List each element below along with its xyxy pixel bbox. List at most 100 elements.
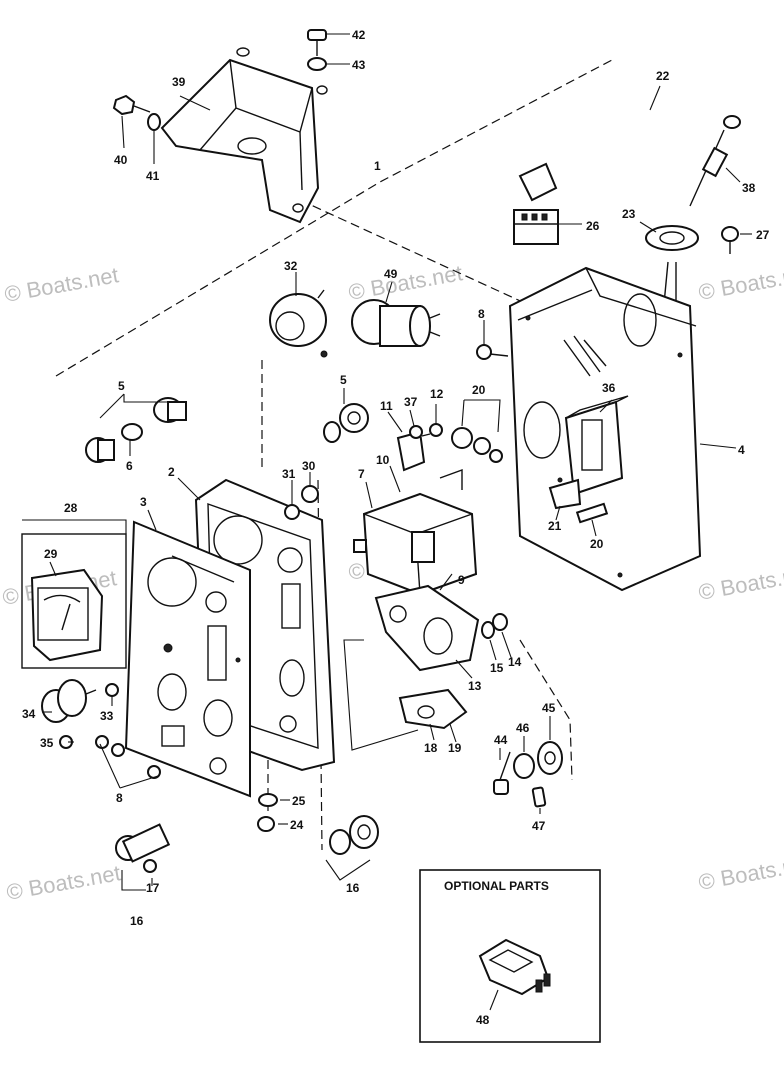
callout-20: 20 — [472, 383, 486, 397]
callout-9: 9 — [458, 573, 465, 587]
callout-11: 11 — [380, 399, 393, 413]
callout-4: 4 — [738, 443, 745, 457]
callout-36: 36 — [602, 381, 616, 395]
callout-49: 49 — [384, 267, 398, 281]
cable-part-22 — [518, 119, 690, 305]
callout-28: 28 — [64, 501, 78, 515]
bracket-part-39 — [160, 47, 328, 224]
callout-42: 42 — [352, 28, 366, 42]
callout-22: 22 — [656, 69, 670, 83]
bolt-part-44 — [493, 751, 511, 795]
callout-3: 3 — [140, 495, 147, 509]
callout-32: 32 — [284, 259, 298, 273]
grommet-part-45 — [537, 741, 563, 775]
callout-8: 8 — [116, 791, 123, 805]
face-plate-part-3 — [124, 520, 251, 798]
meter-group-box — [21, 533, 127, 669]
callout-24: 24 — [290, 818, 304, 832]
callout-39: 39 — [172, 75, 186, 89]
screw-part-47 — [531, 786, 547, 808]
switch-assembly-part-7 — [353, 469, 478, 596]
connector-part-26 — [513, 209, 559, 245]
callout-46: 46 — [516, 721, 530, 735]
callout-5: 5 — [340, 373, 347, 387]
callout-2: 2 — [168, 465, 175, 479]
optional-parts-box: OPTIONAL PARTS 48 — [419, 869, 601, 1043]
washer-part-25 — [258, 793, 278, 807]
callout-40: 40 — [114, 153, 128, 167]
screw-part-8 — [476, 344, 509, 360]
callout-26: 26 — [586, 219, 600, 233]
lamp-socket-part-5 — [153, 397, 187, 423]
callout-25: 25 — [292, 794, 306, 808]
callout-20: 20 — [590, 537, 604, 551]
optional-part-label: 48 — [476, 1013, 490, 1027]
bolt-part-20 — [575, 502, 609, 524]
callout-41: 41 — [146, 169, 160, 183]
grommet-part-16 — [329, 815, 379, 855]
bracket-part-21 — [548, 478, 582, 510]
callout-8: 8 — [478, 307, 485, 321]
screw-part-24 — [257, 816, 275, 832]
callout-5: 5 — [118, 379, 125, 393]
callout-6: 6 — [126, 459, 133, 473]
callout-27: 27 — [756, 228, 770, 242]
lamp-part-16 — [115, 823, 171, 863]
key-switch-part-32 — [269, 289, 328, 358]
callout-34: 34 — [22, 707, 36, 721]
callout-45: 45 — [542, 701, 556, 715]
leader-lines — [22, 33, 752, 891]
callout-38: 38 — [742, 181, 756, 195]
callout-12: 12 — [430, 387, 444, 401]
meter-part-29 — [30, 568, 104, 662]
knob-part-34 — [41, 679, 97, 723]
optional-parts-title: OPTIONAL PARTS — [444, 879, 549, 893]
watermark: © Boats.net — [697, 560, 784, 605]
relay-part-36 — [564, 395, 629, 496]
washer-part-31 — [284, 504, 300, 520]
callout-16: 16 — [130, 914, 144, 928]
callout-33: 33 — [100, 709, 114, 723]
switch-part-9 — [374, 584, 480, 672]
screw-part-27 — [721, 226, 739, 254]
screw-part-42 — [307, 29, 327, 56]
callout-47: 47 — [532, 819, 546, 833]
watermark: © Boats.net — [697, 850, 784, 895]
washer-part-15 — [481, 621, 495, 639]
callout-15: 15 — [490, 661, 504, 675]
callout-44: 44 — [494, 733, 508, 747]
callout-19: 19 — [448, 741, 462, 755]
callout-17: 17 — [146, 881, 160, 895]
screw-part-8-lower — [95, 735, 161, 779]
callout-29: 29 — [44, 547, 58, 561]
callout-18: 18 — [424, 741, 438, 755]
washer-part-43 — [307, 57, 327, 71]
callout-13: 13 — [468, 679, 482, 693]
nut-part-14 — [492, 613, 508, 631]
screw-part-37 — [409, 425, 423, 439]
screw-part-33 — [105, 683, 119, 697]
callout-1: 1 — [374, 159, 381, 173]
washer-part-46 — [513, 753, 535, 779]
connector-block-part-18 — [398, 688, 468, 730]
callout-7: 7 — [358, 467, 365, 481]
callout-35: 35 — [40, 736, 54, 750]
callout-16: 16 — [346, 881, 360, 895]
screw-part-17 — [143, 859, 157, 873]
callout-30: 30 — [302, 459, 316, 473]
lamp-bulb-part-6 — [121, 423, 143, 441]
washer-set-part-20 — [451, 427, 503, 463]
callout-23: 23 — [622, 207, 636, 221]
callout-37: 37 — [404, 395, 418, 409]
watermark: © Boats.net — [5, 860, 123, 905]
wire-lead-part-38 — [689, 115, 741, 207]
nut-part-30 — [301, 485, 319, 503]
callout-21: 21 — [548, 519, 562, 533]
grommet-part-23 — [645, 225, 699, 251]
callout-14: 14 — [508, 655, 522, 669]
washer-part-41 — [147, 113, 161, 131]
grommet-part-5 — [323, 403, 369, 443]
terminal-part-11 — [396, 430, 426, 472]
lamp-cap-part-5 — [85, 437, 115, 463]
callout-10: 10 — [376, 453, 390, 467]
